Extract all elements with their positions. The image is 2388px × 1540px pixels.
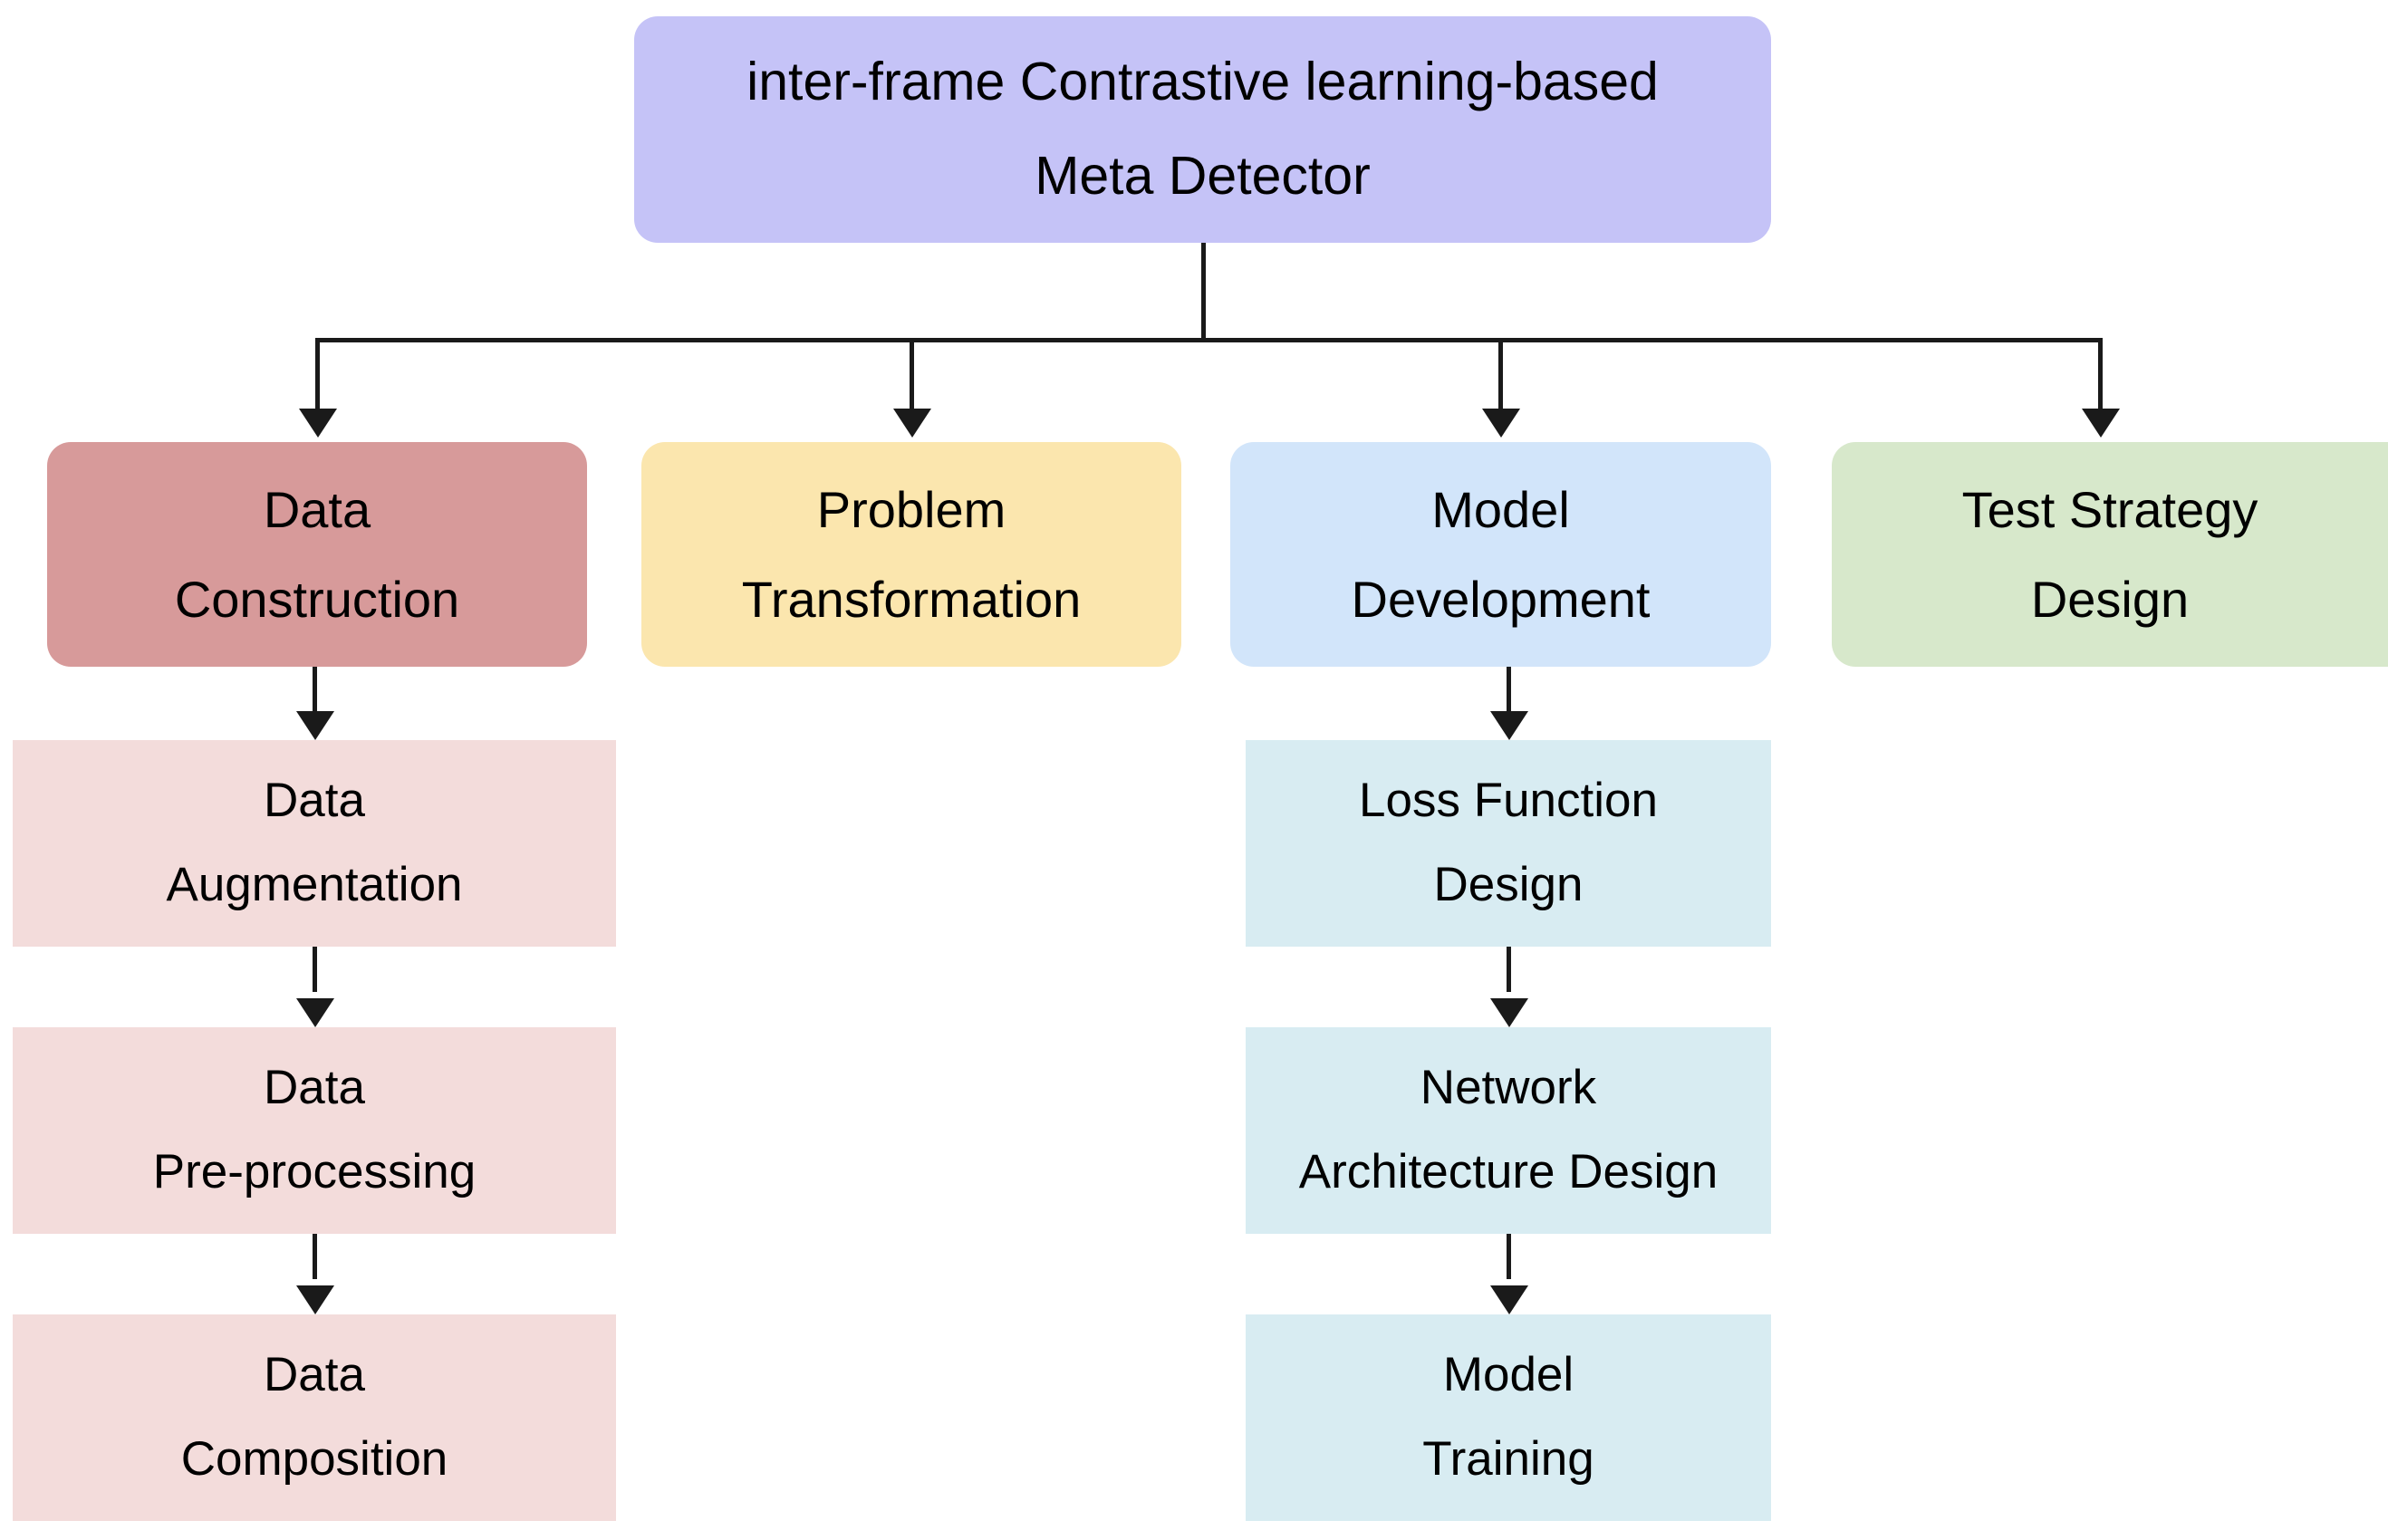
node-problem-transformation-label-line2: Transformation <box>741 571 1082 628</box>
arrowhead-data-composition <box>296 1285 334 1314</box>
arrowhead-loss-function-design <box>1490 711 1528 740</box>
node-root-label-line1: inter-frame Contrastive learning-based <box>746 52 1659 112</box>
node-data-construction[interactable]: Data Construction <box>47 442 587 667</box>
arrowhead-data-construction <box>299 409 337 438</box>
node-problem-transformation-label-line1: Problem <box>816 480 1006 538</box>
node-root-label-line2: Meta Detector <box>1035 146 1371 206</box>
node-data-pre-processing-label-line2: Pre-processing <box>152 1145 477 1198</box>
arrowhead-test-strategy-design <box>2082 409 2120 438</box>
arrowhead-data-augmentation <box>296 711 334 740</box>
arrowhead-data-pre-processing <box>296 998 334 1027</box>
node-data-augmentation-label-line1: Data <box>264 774 365 828</box>
node-data-pre-processing[interactable]: Data Pre-processing <box>13 1027 616 1234</box>
connector-data-construction-to-data-augmentation <box>313 667 317 712</box>
node-data-augmentation[interactable]: Data Augmentation <box>13 740 616 947</box>
node-network-architecture-design[interactable]: Network Architecture Design <box>1246 1027 1771 1234</box>
node-model-development-label-line2: Development <box>1351 571 1651 628</box>
arrowhead-model-development <box>1482 409 1520 438</box>
node-test-strategy-design[interactable]: Test Strategy Design <box>1832 442 2388 667</box>
node-data-construction-label-line2: Construction <box>174 571 460 628</box>
connector-drop-problem-transformation <box>910 338 914 410</box>
node-loss-function-design-label-line1: Loss Function <box>1359 774 1658 828</box>
node-network-architecture-design-label-line2: Architecture Design <box>1298 1145 1719 1198</box>
node-model-training[interactable]: Model Training <box>1246 1314 1771 1521</box>
connector-drop-test-strategy-design <box>2098 338 2103 410</box>
node-model-training-label-line2: Training <box>1422 1432 1594 1486</box>
node-test-strategy-design-label-line2: Design <box>2030 571 2190 628</box>
node-data-construction-label-line1: Data <box>263 480 371 538</box>
arrowhead-network-architecture-design <box>1490 998 1528 1027</box>
node-data-composition[interactable]: Data Composition <box>13 1314 616 1521</box>
node-model-development[interactable]: Model Development <box>1230 442 1771 667</box>
connector-horizontal-bus <box>315 338 2100 342</box>
connector-drop-model-development <box>1498 338 1503 410</box>
node-loss-function-design[interactable]: Loss Function Design <box>1246 740 1771 947</box>
connector-root-trunk <box>1201 243 1206 340</box>
node-data-pre-processing-label-line1: Data <box>264 1061 365 1115</box>
connector-loss-function-design-to-network-architecture-design <box>1507 947 1511 992</box>
node-problem-transformation[interactable]: Problem Transformation <box>641 442 1181 667</box>
connector-network-architecture-design-to-model-training <box>1507 1234 1511 1279</box>
node-network-architecture-design-label-line1: Network <box>1420 1061 1597 1115</box>
node-data-augmentation-label-line2: Augmentation <box>166 858 463 911</box>
node-data-composition-label-line1: Data <box>264 1348 365 1402</box>
node-data-composition-label-line2: Composition <box>180 1432 448 1486</box>
node-test-strategy-design-label-line1: Test Strategy <box>1961 480 2258 538</box>
arrowhead-model-training <box>1490 1285 1528 1314</box>
node-root-meta-detector[interactable]: inter-frame Contrastive learning-based M… <box>634 16 1771 243</box>
connector-drop-data-construction <box>315 338 320 410</box>
connector-model-development-to-loss-function-design <box>1507 667 1511 712</box>
connector-data-pre-processing-to-data-composition <box>313 1234 317 1279</box>
node-loss-function-design-label-line2: Design <box>1433 858 1584 911</box>
node-model-development-label-line1: Model <box>1431 480 1570 538</box>
node-model-training-label-line1: Model <box>1442 1348 1574 1402</box>
arrowhead-problem-transformation <box>893 409 931 438</box>
connector-data-augmentation-to-data-pre-processing <box>313 947 317 992</box>
